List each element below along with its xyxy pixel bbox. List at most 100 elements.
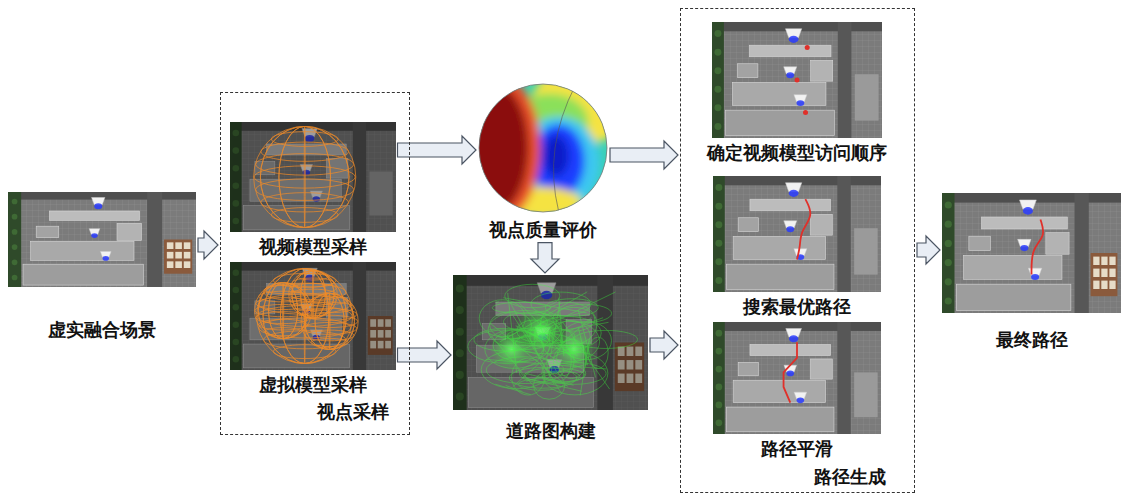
graph-edge — [526, 364, 588, 381]
roof-panel — [184, 242, 191, 249]
latitude — [254, 165, 355, 187]
roof-panel — [1093, 281, 1099, 289]
sampling-sphere — [253, 126, 355, 227]
tree — [715, 239, 722, 246]
tree — [715, 329, 722, 336]
route-path — [797, 199, 810, 259]
scene-illustration — [942, 193, 1121, 313]
graph-edge — [513, 318, 591, 387]
roof-panel — [1101, 269, 1107, 277]
scene-ground — [230, 262, 396, 370]
scene-ground — [230, 122, 396, 232]
latitude — [292, 277, 333, 286]
latitude — [302, 308, 356, 320]
tree — [12, 244, 18, 250]
camera-projection — [797, 100, 805, 106]
roof-panel — [184, 261, 191, 268]
building — [1046, 233, 1069, 255]
meridian — [300, 270, 325, 318]
tree — [12, 229, 18, 235]
tree — [714, 30, 721, 37]
roof-panel — [184, 252, 191, 259]
tree — [715, 184, 722, 191]
shade — [453, 275, 648, 410]
roof-panel — [1101, 281, 1107, 289]
building — [738, 362, 758, 375]
heat-blob — [478, 83, 529, 213]
graph-edge — [508, 293, 517, 373]
order-marker — [805, 45, 810, 50]
image-panel: 视点质量评价 — [478, 83, 608, 241]
heat-blob — [478, 83, 540, 213]
scene-illustration — [230, 122, 396, 232]
road — [1074, 193, 1088, 313]
route-path — [1032, 219, 1044, 274]
tree — [715, 276, 722, 283]
graph-edge — [506, 385, 523, 391]
camera-projection — [1031, 274, 1039, 280]
building — [732, 82, 826, 105]
graph-edge — [541, 326, 561, 335]
graph-loop — [574, 330, 638, 348]
block-arrow — [198, 231, 218, 259]
scene-illustration — [453, 275, 648, 410]
shade — [230, 262, 396, 370]
panel-caption: 最终路径 — [942, 329, 1121, 351]
scene-ground — [713, 322, 881, 434]
building — [733, 380, 825, 402]
group-heading: 视点采样 — [317, 401, 389, 423]
tree — [945, 240, 952, 247]
roof-panel — [167, 252, 174, 259]
block-arrow — [398, 341, 452, 369]
meridian — [291, 270, 333, 318]
tree — [945, 278, 952, 285]
latitude — [258, 319, 307, 330]
order-marker — [795, 77, 800, 82]
tree — [12, 214, 18, 220]
meridian — [329, 293, 330, 349]
roof-panel — [175, 252, 182, 259]
tree-strip — [942, 193, 955, 313]
heatmap — [478, 83, 608, 213]
latitude — [255, 178, 353, 200]
graph-edge — [519, 303, 577, 362]
heat-blobs — [478, 83, 608, 213]
roof-panel — [1109, 281, 1115, 289]
tree-strip — [8, 192, 21, 287]
building — [738, 63, 758, 77]
camera-projection — [796, 397, 804, 403]
meridian — [278, 126, 330, 227]
camera-projection — [786, 226, 794, 232]
graph-edge — [488, 332, 537, 390]
building — [726, 407, 834, 432]
tree — [715, 202, 722, 209]
shade — [230, 122, 396, 232]
graph-edge — [517, 368, 524, 377]
graph-edge — [486, 359, 607, 369]
meridian — [260, 126, 349, 227]
image-panel: 虚拟模型采样 — [230, 262, 396, 396]
latitude — [305, 330, 354, 341]
road — [837, 322, 850, 434]
building — [36, 226, 59, 237]
roof-panel — [1093, 269, 1099, 277]
block-arrow — [650, 331, 678, 359]
meridian — [554, 85, 576, 211]
meridian — [260, 126, 349, 227]
tree — [945, 297, 952, 304]
group-heading: 路径生成 — [814, 466, 886, 488]
tree — [715, 383, 722, 390]
building — [956, 284, 1071, 310]
panel-caption: 道路图构建 — [453, 420, 648, 442]
building — [726, 264, 834, 290]
graph-edge — [550, 301, 560, 357]
meridian — [304, 126, 305, 227]
building — [117, 223, 141, 240]
camera-projection — [1023, 207, 1033, 215]
graph-loop — [517, 320, 551, 342]
image-panel: 确定视频模型访问顺序 — [690, 22, 905, 164]
scene-ground — [453, 275, 648, 410]
building — [31, 241, 134, 260]
meridian — [253, 126, 355, 227]
